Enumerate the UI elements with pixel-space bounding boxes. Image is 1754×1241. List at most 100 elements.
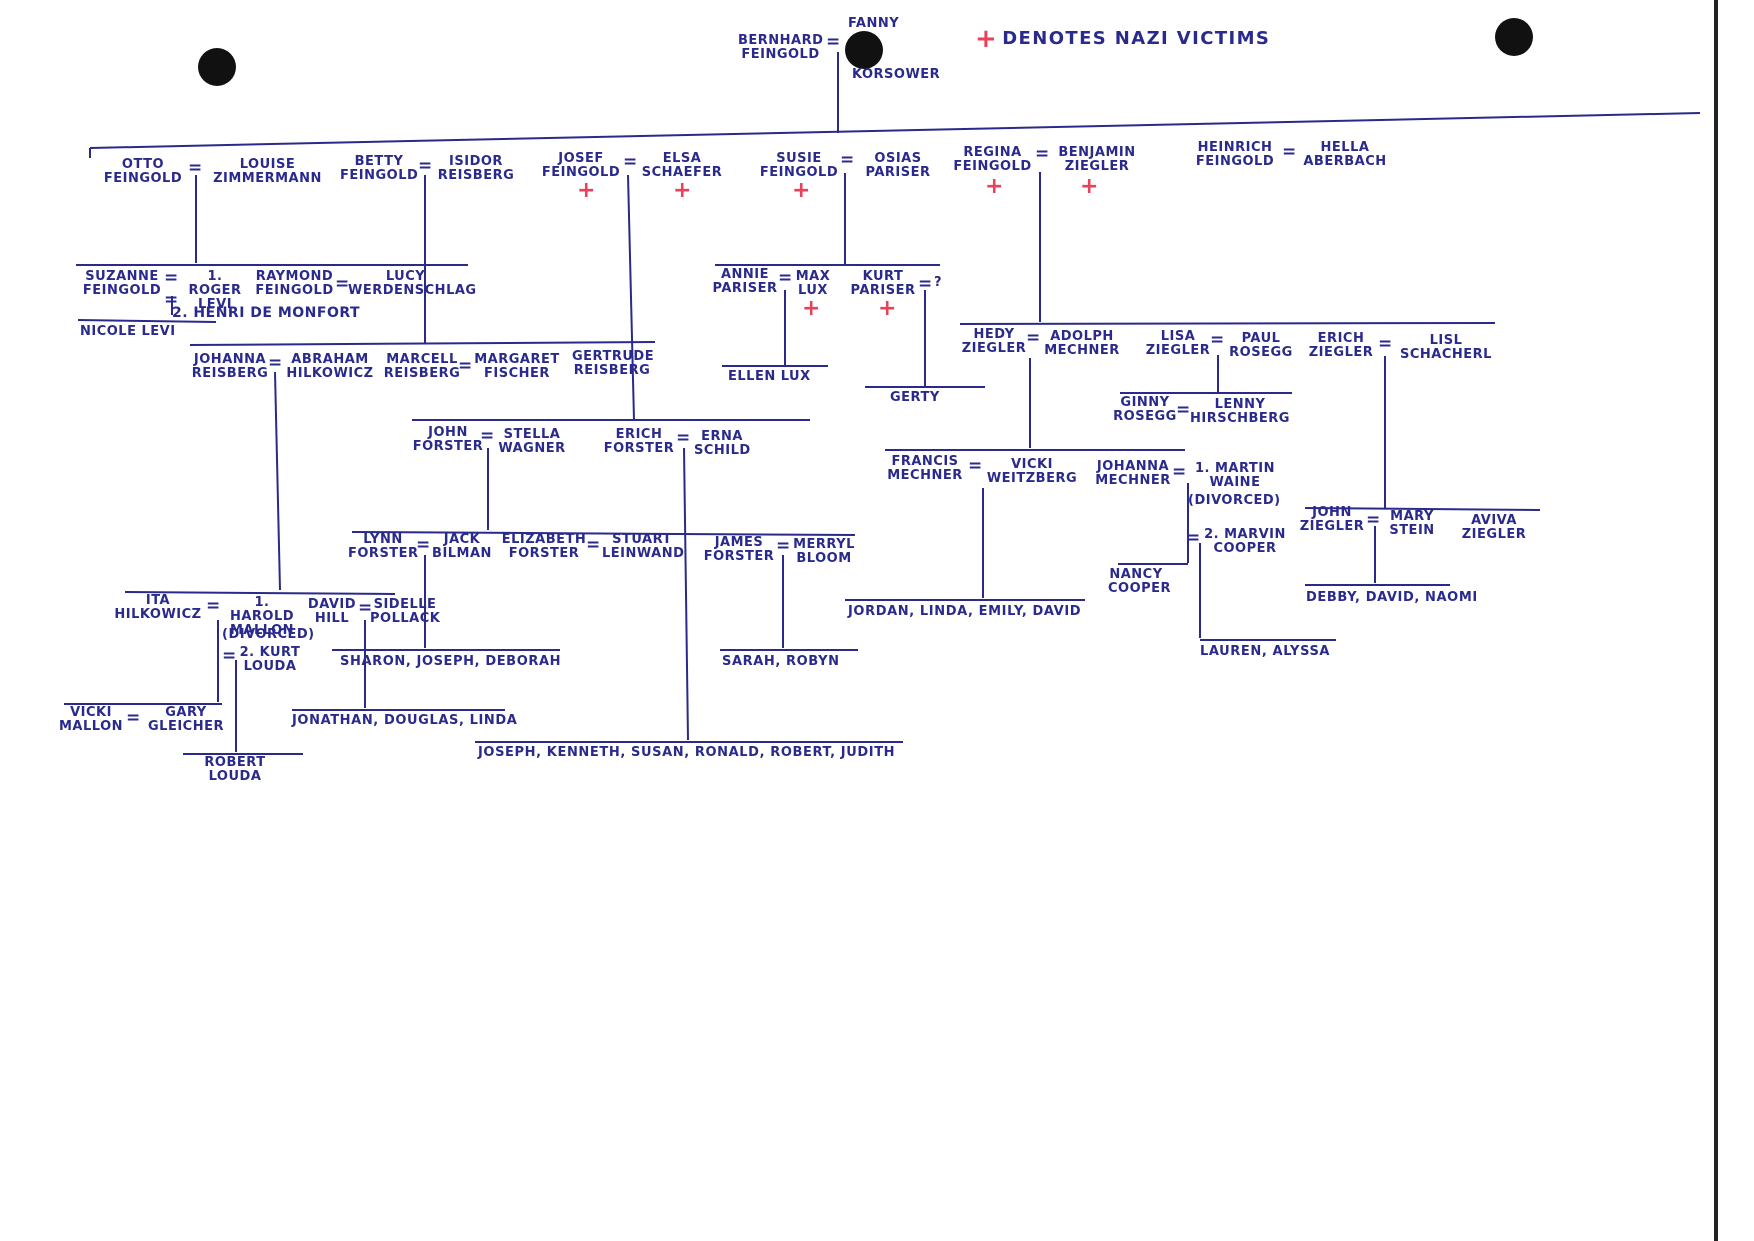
person-isidor-reisberg: ISIDOR REISBERG bbox=[437, 154, 515, 183]
person-vicki-mallon: VICKI MALLON bbox=[58, 705, 124, 734]
person-josef-feingold: JOSEF FEINGOLD bbox=[541, 151, 621, 180]
person-lisl-schacherl: LISL SCHACHERL bbox=[1400, 333, 1492, 362]
line-john-f-kids-bar bbox=[351, 531, 856, 536]
person-ita-hilkowicz: ITA HILKOWICZ bbox=[114, 593, 202, 622]
marriage-sign: = bbox=[676, 428, 691, 448]
victim-marker-regina: + bbox=[985, 174, 1004, 199]
marriage-sign: = bbox=[126, 708, 141, 728]
marriage-sign: = bbox=[1035, 144, 1050, 164]
person-kurt-louda: 2. KURT LOUDA bbox=[239, 645, 301, 674]
marriage-sign: = bbox=[164, 290, 179, 310]
person-unknown-spouse: ? bbox=[934, 275, 943, 290]
marriage-sign: = bbox=[778, 268, 793, 288]
person-margaret-fischer: MARGARET FISCHER bbox=[474, 352, 560, 381]
person-lenny-hirschberg: LENNY HIRSCHBERG bbox=[1190, 397, 1290, 426]
line-regina-kids-bar bbox=[959, 322, 1496, 325]
children-cooper: LAUREN, ALYSSA bbox=[1200, 644, 1331, 659]
person-ginny-rosegg: GINNY ROSEGG bbox=[1113, 395, 1177, 424]
person-hella-aberbach: HELLA ABERBACH bbox=[1303, 140, 1387, 169]
person-gary-gleicher: GARY GLEICHER bbox=[148, 705, 224, 734]
person-benjamin-ziegler: BENJAMIN ZIEGLER bbox=[1058, 145, 1136, 174]
marriage-sign: = bbox=[206, 596, 221, 616]
children-forster: JOSEPH, KENNETH, SUSAN, RONALD, ROBERT, … bbox=[478, 745, 896, 760]
person-martin-waine: 1. MARTIN WAINE bbox=[1194, 461, 1276, 490]
person-elizabeth-forster: ELIZABETH FORSTER bbox=[501, 532, 587, 561]
line-betty-kids-bar bbox=[189, 341, 656, 346]
person-gertrude-reisberg: GERTRUDE REISBERG bbox=[572, 349, 655, 378]
children-bloom: SARAH, ROBYN bbox=[722, 654, 840, 669]
line-erich-f-down bbox=[683, 447, 689, 741]
person-stuart-leinwand: STUART LEINWAND bbox=[602, 532, 685, 561]
person-lucy-werdenschlag: LUCY WERDENSCHLAG bbox=[348, 269, 477, 298]
person-stella-wagner: STELLA WAGNER bbox=[498, 427, 566, 456]
victim-marker-kurt: + bbox=[878, 296, 897, 321]
label-divorced-ita: (DIVORCED) bbox=[222, 627, 315, 642]
marriage-sign: = bbox=[418, 156, 433, 176]
children-hill: JONATHAN, DOUGLAS, LINDA bbox=[292, 713, 518, 728]
marriage-sign: = bbox=[840, 150, 855, 170]
line-johanna-r-kids-bar bbox=[124, 591, 396, 595]
person-louise-zimmermann: LOUISE ZIMMERMANN bbox=[213, 157, 322, 186]
person-robert-louda: ROBERT LOUDA bbox=[204, 755, 266, 784]
marriage-sign: = bbox=[188, 158, 203, 178]
marriage-sign: = bbox=[358, 598, 373, 618]
marriage-sign: = bbox=[480, 426, 495, 446]
legend-text: DENOTES NAZI VICTIMS bbox=[1002, 28, 1271, 49]
person-fanny: FANNY bbox=[848, 16, 900, 31]
punch-hole-right bbox=[1495, 18, 1533, 56]
paper-edge bbox=[1714, 0, 1718, 1241]
person-marvin-cooper: 2. MARVIN COOPER bbox=[1204, 527, 1286, 556]
person-fanny-korsower: KORSOWER bbox=[852, 67, 941, 82]
punch-hole-left bbox=[198, 48, 236, 86]
marriage-sign: = bbox=[918, 274, 933, 294]
victim-marker-elsa: + bbox=[673, 178, 692, 203]
line-gen1-bar bbox=[89, 112, 1701, 149]
person-mary-stein: MARY STEIN bbox=[1389, 509, 1435, 538]
punch-hole-center bbox=[845, 31, 883, 69]
marriage-sign: = bbox=[416, 535, 431, 555]
person-max-lux: MAX LUX bbox=[795, 269, 831, 298]
label-divorced-johanna: (DIVORCED) bbox=[1188, 493, 1281, 508]
person-lisa-ziegler: LISA ZIEGLER bbox=[1145, 329, 1211, 358]
person-harold-mallon: 1. HAROLD MALLON bbox=[229, 595, 295, 638]
marriage-sign: = bbox=[1378, 334, 1393, 354]
marriage-sign: = bbox=[586, 535, 601, 555]
person-merryl-bloom: MERRYL BLOOM bbox=[793, 537, 855, 566]
person-marcell-reisberg: MARCELL REISBERG bbox=[383, 352, 461, 381]
person-susie-feingold: SUSIE FEINGOLD bbox=[759, 151, 839, 180]
person-paul-rosegg: PAUL ROSEGG bbox=[1229, 331, 1293, 360]
victim-marker-benjamin: + bbox=[1080, 174, 1099, 199]
person-abraham-hilkowicz: ABRAHAM HILKOWICZ bbox=[286, 352, 374, 381]
person-david-hill: DAVID HILL bbox=[307, 597, 357, 626]
marriage-sign: = bbox=[623, 152, 638, 172]
marriage-sign: = bbox=[335, 274, 350, 294]
person-gerty: GERTY bbox=[890, 390, 940, 405]
person-bernhard-feingold: BERNHARD FEINGOLD bbox=[738, 33, 824, 62]
person-lynn-forster: LYNN FORSTER bbox=[348, 532, 419, 561]
line-erich-z-kids-bar bbox=[1304, 507, 1541, 511]
line-nicole-bar bbox=[77, 319, 217, 323]
person-otto-feingold: OTTO FEINGOLD bbox=[103, 157, 183, 186]
marriage-sign: = bbox=[776, 536, 791, 556]
person-regina-feingold: REGINA FEINGOLD bbox=[953, 145, 1032, 174]
line-josef-down bbox=[627, 174, 635, 421]
person-johanna-mechner: JOHANNA MECHNER bbox=[1095, 459, 1171, 488]
person-elsa-schaefer: ELSA SCHAEFER bbox=[641, 151, 723, 180]
person-adolph-mechner: ADOLPH MECHNER bbox=[1044, 329, 1120, 358]
legend: +DENOTES NAZI VICTIMS bbox=[975, 24, 1270, 54]
children-mechner: JORDAN, LINDA, EMILY, DAVID bbox=[848, 604, 1082, 619]
marriage-sign: = bbox=[968, 456, 983, 476]
person-roger-levi: 1. ROGER LEVI bbox=[188, 269, 242, 312]
marriage-sign: = bbox=[458, 356, 473, 376]
person-francis-mechner: FRANCIS MECHNER bbox=[887, 454, 963, 483]
person-johanna-reisberg: JOHANNA REISBERG bbox=[191, 352, 269, 381]
victim-marker-icon: + bbox=[975, 24, 999, 54]
person-aviva-ziegler: AVIVA ZIEGLER bbox=[1461, 513, 1527, 542]
person-john-ziegler: JOHN ZIEGLER bbox=[1299, 505, 1365, 534]
marriage-sign: = bbox=[826, 32, 841, 52]
victim-marker-josef: + bbox=[577, 178, 596, 203]
person-john-forster: JOHN FORSTER bbox=[412, 425, 484, 454]
person-hedy-ziegler: HEDY ZIEGLER bbox=[961, 327, 1027, 356]
victim-marker-max: + bbox=[802, 296, 821, 321]
